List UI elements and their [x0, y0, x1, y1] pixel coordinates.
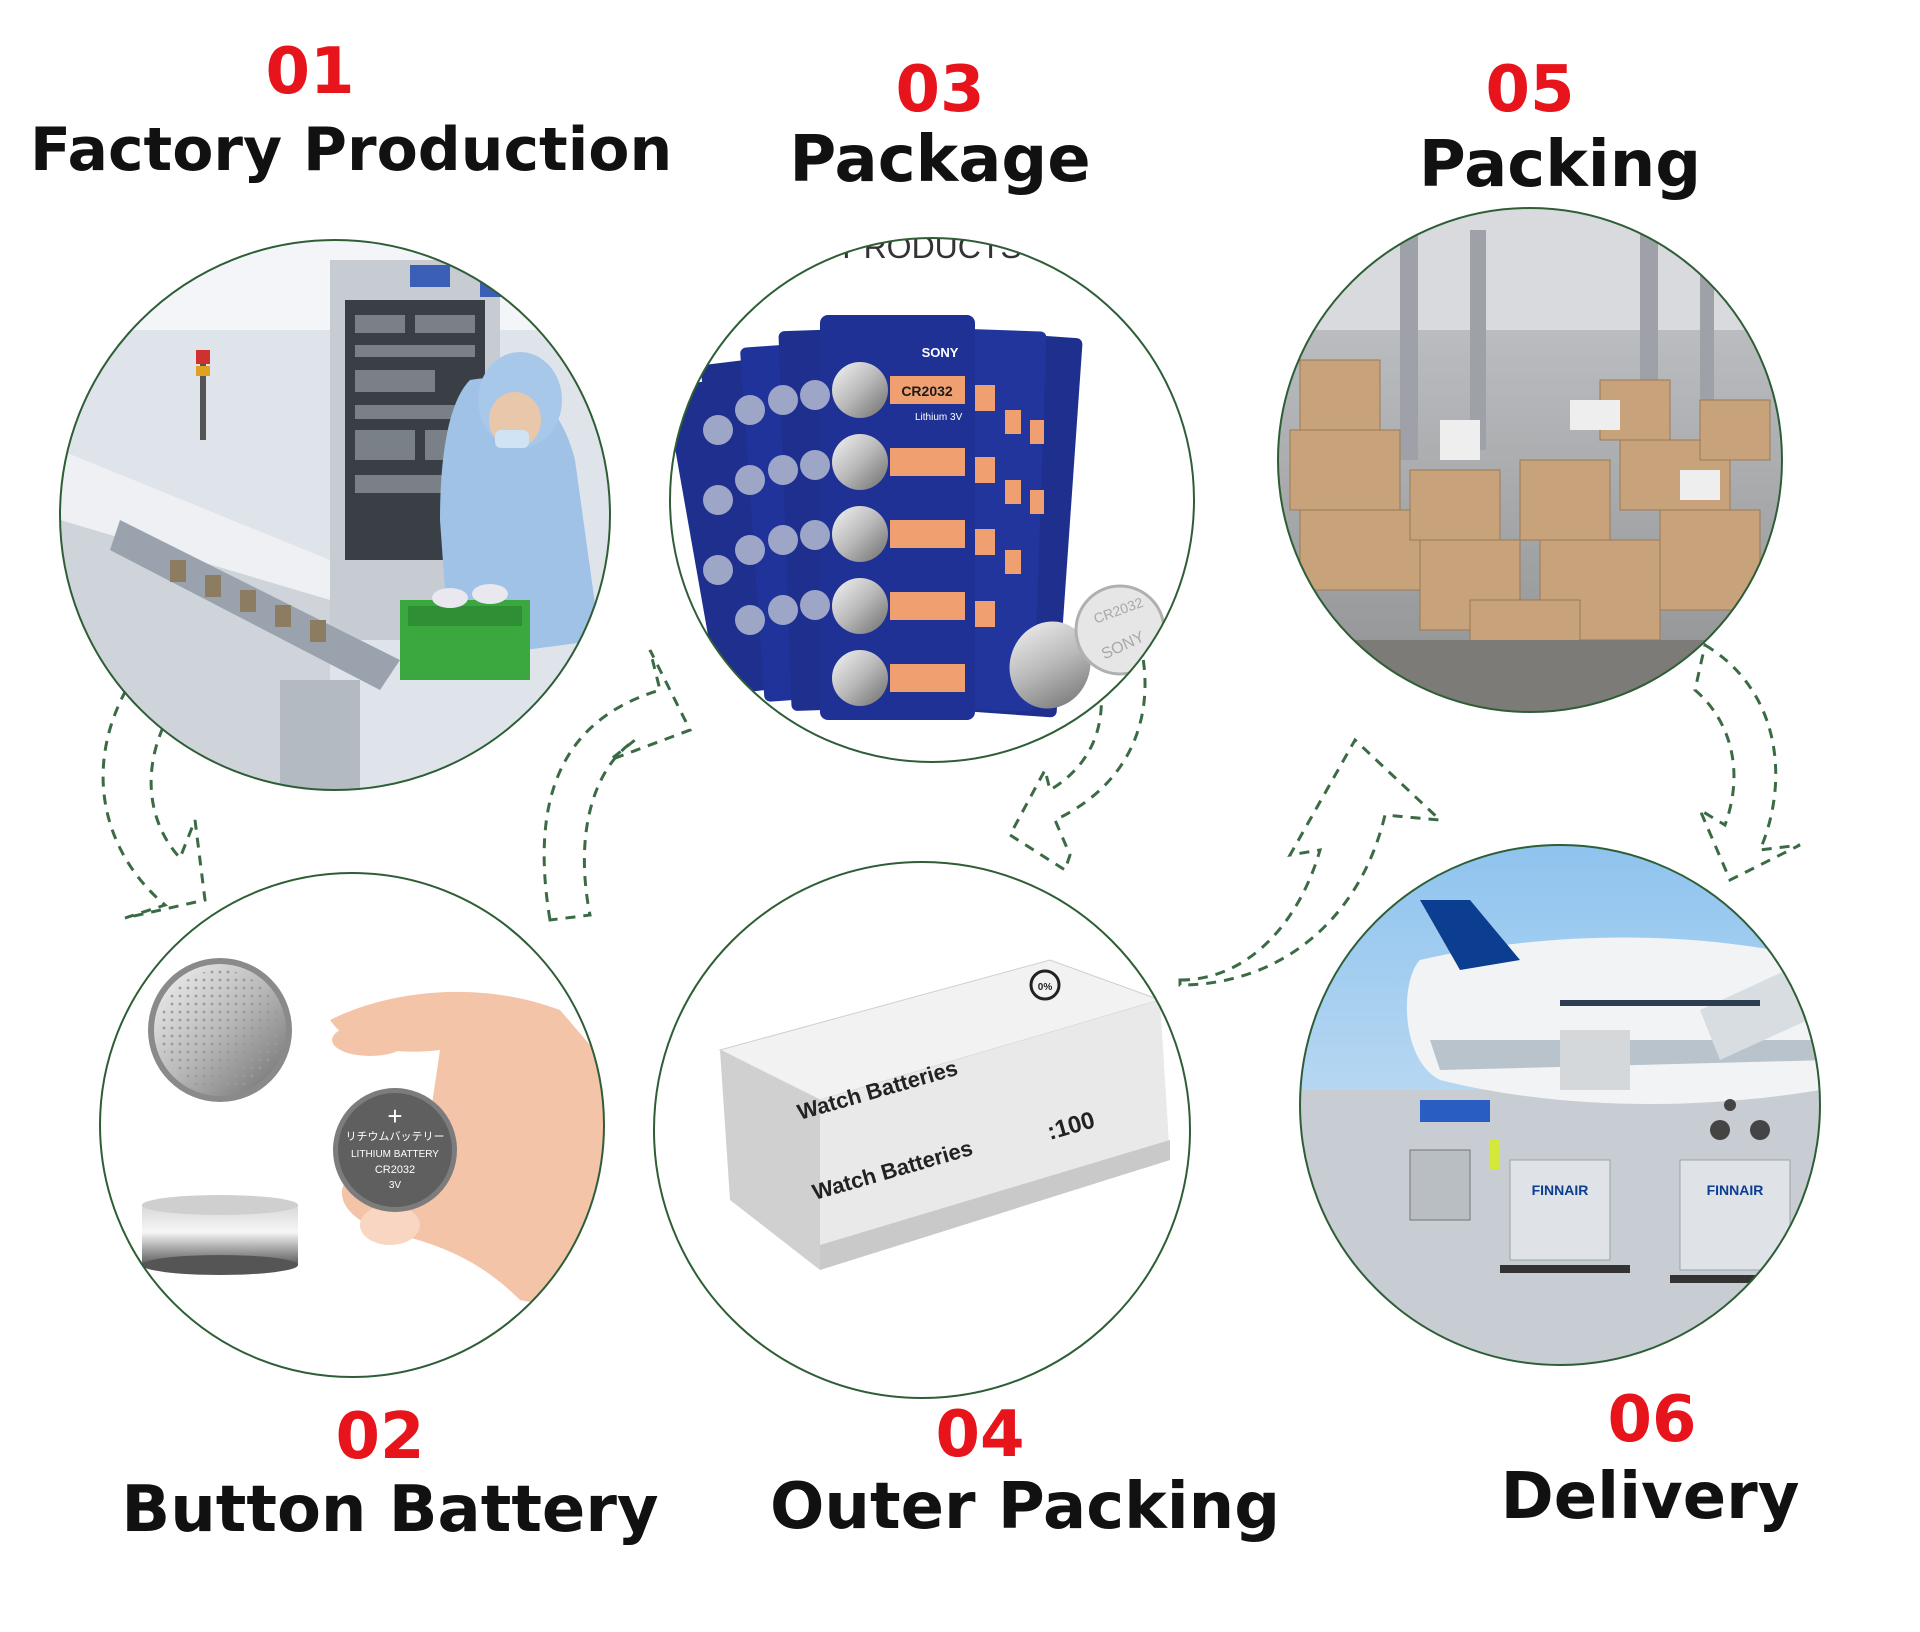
- step-05-number: 05: [1485, 53, 1575, 127]
- battery-text-voltage: 3V: [389, 1180, 402, 1191]
- products-header: PRODUCTS: [842, 229, 1022, 265]
- finnair-label-1: FINNAIR: [1532, 1182, 1589, 1198]
- factory-production-photo: [60, 240, 610, 790]
- battery-text-model: CR2032: [375, 1164, 415, 1176]
- step-01-title: Factory Production: [30, 115, 673, 185]
- finnair-label-2: FINNAIR: [1707, 1182, 1764, 1198]
- step-01-number: 01: [265, 35, 355, 109]
- flow-arrows: [101, 622, 1801, 987]
- button-battery-photo: + リチウムバッテリー LITHIUM BATTERY CR2032 3V: [100, 873, 604, 1377]
- step-05-title: Packing: [1418, 128, 1702, 202]
- packing-circle-border: [1277, 207, 1783, 713]
- step-06-title: Delivery: [1500, 1460, 1800, 1534]
- delivery-photo: FINNAIR FINNAIR: [1300, 845, 1820, 1365]
- battery-plus-sign: +: [387, 1101, 402, 1131]
- outer-packing-photo: Watch Batteries Watch Batteries :100 0%: [654, 862, 1190, 1398]
- step-03-title: Package: [789, 123, 1091, 197]
- blister-row: CR2032 Lithium 3V: [832, 362, 965, 423]
- outer-packing-circle-border: [653, 861, 1191, 1399]
- box-badge-icon: 0%: [1038, 982, 1053, 993]
- blister-front: SONY CR2032 Lithium 3V: [832, 345, 965, 706]
- battery-text-lithium: LITHIUM BATTERY: [351, 1149, 439, 1160]
- battery-circle-border: [99, 872, 605, 1378]
- warehouse-packing-photo: [1278, 208, 1782, 712]
- cargo-containers: FINNAIR FINNAIR: [1509, 1159, 1791, 1271]
- factory-circle-border: [59, 239, 611, 791]
- step-02-title: Button Battery: [121, 1473, 659, 1547]
- step-06-number: 06: [1607, 1383, 1697, 1457]
- step-03-number: 03: [895, 53, 985, 127]
- battery-text-japanese: リチウムバッテリー: [346, 1130, 445, 1143]
- package-photo: PRODUCTS SONY CR2: [670, 229, 1194, 762]
- blister-brand: SONY: [922, 345, 959, 360]
- package-circle-border: [669, 237, 1195, 763]
- step-04-number: 04: [935, 1398, 1025, 1472]
- delivery-circle-border: [1299, 844, 1821, 1366]
- step-02-number: 02: [335, 1400, 425, 1474]
- blister-model-label: CR2032: [901, 383, 953, 399]
- blister-spec-label: Lithium 3V: [915, 412, 963, 423]
